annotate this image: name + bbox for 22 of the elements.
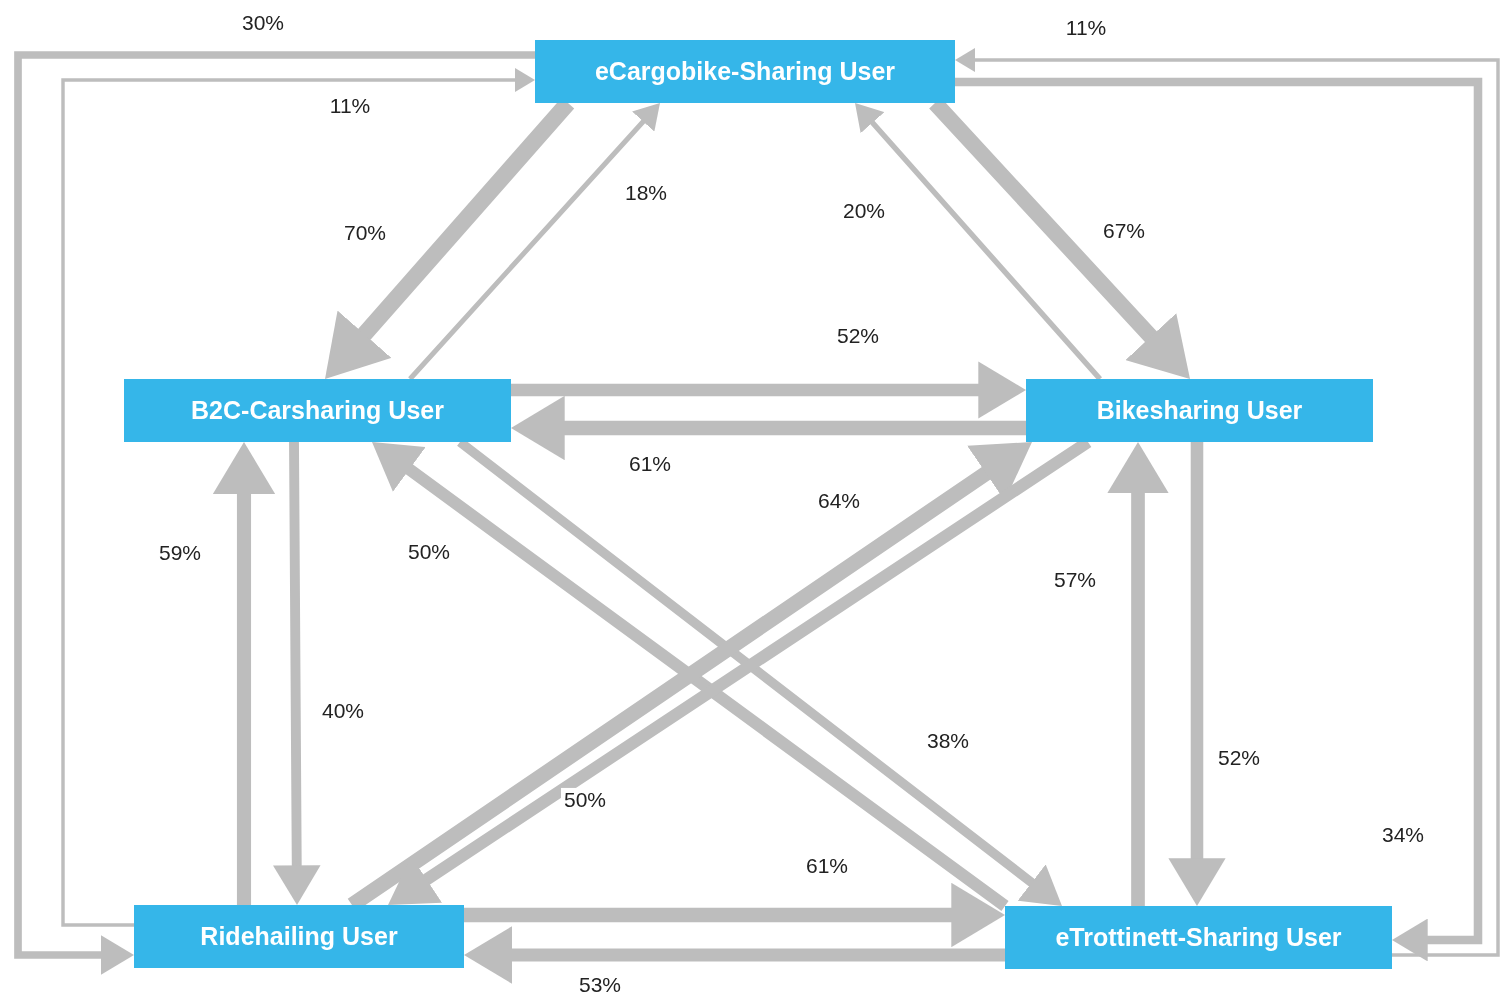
role-box xyxy=(134,905,464,968)
role-box xyxy=(1026,379,1373,442)
arrow xyxy=(464,882,1005,948)
role-name: eTrottinett-Sharing User xyxy=(1055,923,1342,952)
role-name: B2C-Carsharing User xyxy=(191,396,444,425)
arrow xyxy=(14,51,535,975)
arrow xyxy=(1168,442,1226,906)
arrow xyxy=(1107,442,1169,906)
arrow xyxy=(852,101,1103,381)
role-box xyxy=(535,40,955,103)
arrow xyxy=(408,101,662,381)
arrow xyxy=(464,926,1005,984)
role-name: Ridehailing User xyxy=(200,922,398,951)
arrow xyxy=(511,395,1026,461)
arrow xyxy=(212,442,276,905)
arrow xyxy=(272,441,321,906)
arrow xyxy=(61,67,535,927)
arrow xyxy=(511,361,1026,419)
role-name: Bikesharing User xyxy=(1096,396,1303,425)
role-box xyxy=(1005,906,1392,969)
role-box xyxy=(124,379,511,442)
role-name: eCargobike-Sharing User xyxy=(594,57,896,86)
